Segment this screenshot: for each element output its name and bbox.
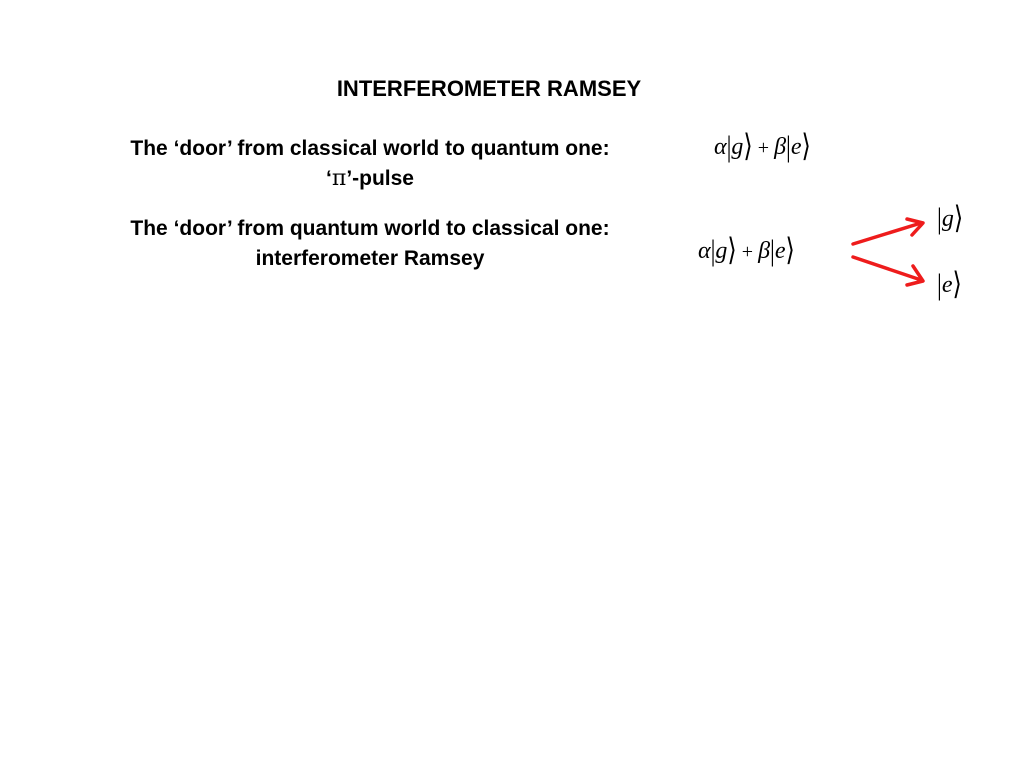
alpha-symbol: α [698,238,711,264]
superposition-formula-top: α|g⟩+β|e⟩ [714,130,811,164]
ket-e-symbol: e [790,134,802,160]
arrow-to-ket-e-shaft [851,255,923,282]
ket-g-symbol: g [731,134,744,160]
ket-bar: | [786,130,791,164]
ket-rangle: ⟩ [743,130,753,164]
ket-rangle: ⟩ [953,202,964,236]
ket-rangle: ⟩ [727,234,737,268]
ket-g-symbol: g [715,238,728,264]
plus-sign: + [757,137,770,159]
ket-bar: | [770,234,775,268]
ket-e-symbol: e [774,238,786,264]
outcome-ket-e: |e⟩ [937,268,962,302]
ket-bar: | [710,234,716,268]
superposition-formula-measurement: α|g⟩+β|e⟩ [698,234,795,268]
slide-title: INTERFEROMETER RAMSEY [336,76,642,101]
text-line-classical-to-quantum: The ‘door’ from classical world to quant… [130,137,610,160]
quote-open: ‘ [326,167,332,190]
beta-symbol: β [774,134,787,160]
text-line-pi-pulse: ‘π’-pulse [40,164,700,194]
ket-g-symbol: g [941,206,954,232]
pulse-label: ’-pulse [346,167,414,190]
ket-rangle: ⟩ [801,130,811,164]
text-line-interferometer-ramsey: interferometer Ramsey [255,247,485,270]
arrow-to-ket-g-shaft [851,221,923,246]
arrow-to-ket-e-head [905,264,925,287]
ket-rangle: ⟩ [785,234,795,268]
arrow-to-ket-g [851,217,925,246]
pi-symbol: π [331,166,347,191]
text-line-quantum-to-classical: The ‘door’ from quantum world to classic… [130,217,610,240]
ket-bar: | [726,130,732,164]
outcome-ket-g: |g⟩ [937,202,963,236]
ket-bar: | [937,202,942,236]
ket-bar: | [937,268,942,302]
plus-sign: + [741,241,754,263]
ket-rangle: ⟩ [952,268,962,302]
beta-symbol: β [758,238,771,264]
alpha-symbol: α [714,134,727,160]
ket-e-symbol: e [941,272,953,298]
arrow-to-ket-e [851,255,925,287]
arrow-to-ket-g-head [905,217,925,237]
